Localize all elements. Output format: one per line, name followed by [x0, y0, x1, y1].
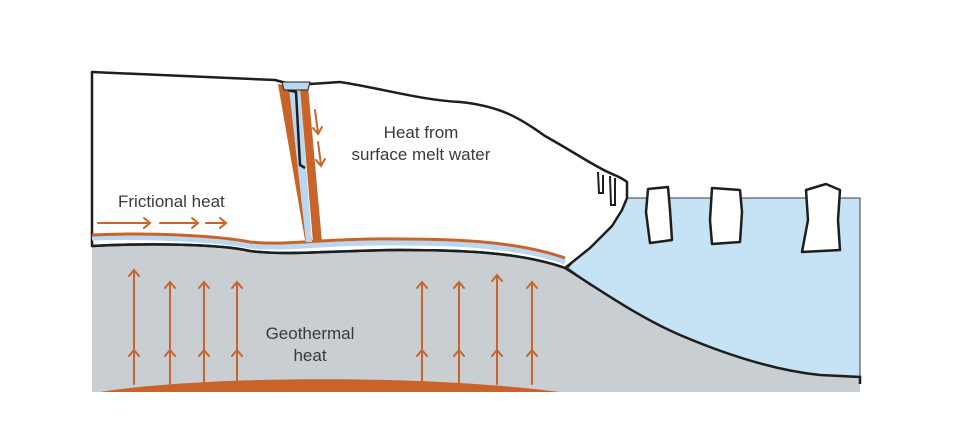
bedrock [92, 244, 860, 392]
moulin-pool [281, 81, 311, 91]
geothermal-arrows-left [128, 268, 243, 385]
geothermal-heat-label-line1: Geothermal [265, 324, 355, 343]
meltwater-arrows [312, 109, 326, 168]
geothermal-heat-label: Geothermal heat [250, 323, 370, 367]
friction-arrows [97, 217, 228, 229]
surface-meltwater-label-line1: Heat from [383, 123, 459, 142]
geothermal-arrows-right [416, 273, 538, 385]
moulin-crack [287, 88, 306, 170]
basal-meltwater-layer [91, 234, 566, 265]
frictional-heat-label: Frictional heat [118, 192, 225, 211]
iceberg-1 [644, 185, 674, 245]
iceberg-2 [708, 186, 744, 246]
moulin-heat-right [300, 86, 322, 242]
surface-meltwater-label-line2: surface melt water [351, 145, 491, 164]
surface-meltwater-label: Heat from surface melt water [336, 122, 506, 166]
glacier-base-outline [91, 243, 862, 384]
iceberg-3 [800, 182, 842, 254]
geothermal-heat-source [100, 379, 560, 392]
front-crevasse-2 [609, 175, 616, 206]
front-crevasse-1 [597, 171, 604, 194]
geothermal-heat-label-line2: heat [293, 346, 327, 365]
